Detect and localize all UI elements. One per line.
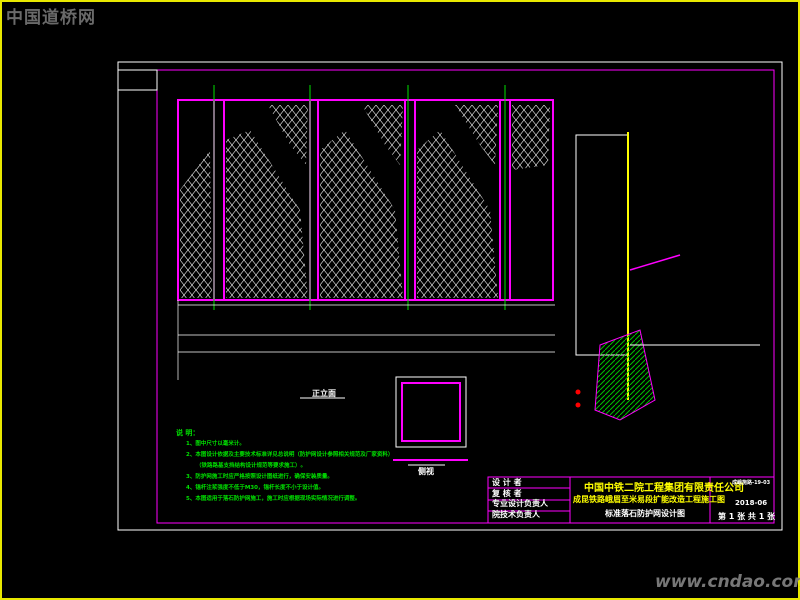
drawing-date: 2018-06 (735, 499, 768, 507)
company-name: 中国中铁二院工程集团有限责任公司 (584, 483, 744, 494)
sheet-number: 第 1 张 共 1 张 (718, 512, 776, 521)
note-item: 4、锚杆注浆强度不低于M30，锚杆长度不小于设计值。 (186, 485, 324, 491)
note-item: 1、图中尺寸以毫米计。 (186, 441, 245, 447)
role-reviewer: 复 核 者 (492, 488, 522, 498)
side-view-label: 侧视 (418, 467, 434, 476)
note-item: （铁路路基支挡结构设计规范等要求施工）。 (196, 463, 307, 469)
watermark-url: www.cndao.com (655, 572, 800, 592)
project-name: 成昆铁路峨眉至米易段扩能改造工程施工图 (573, 495, 725, 504)
title-block (487, 476, 775, 524)
title-block-roles: 设 计 者 复 核 者 专业设计负责人 院技术负责人 (492, 478, 548, 520)
role-designer: 设 计 者 (492, 478, 522, 487)
sheet-border (117, 61, 783, 531)
role-lead: 专业设计负责人 (492, 499, 548, 508)
mesh-nets (180, 105, 550, 298)
watermark-logo: 中国道桥网 (6, 8, 96, 28)
note-item: 5、本图适用于落石防护网施工，施工时应根据现场实际情况进行调整。 (186, 496, 361, 502)
post-detail (300, 376, 468, 466)
inner-border (156, 69, 775, 524)
drawing-title: 标准落石防护网设计图 (605, 509, 685, 518)
front-elevation (177, 99, 554, 301)
notes: 说 明： 1、图中尺寸以毫米计。 2、本图设计依据及主要技术标准详见总说明（防护… (176, 428, 393, 505)
role-tech-lead: 院技术负责人 (492, 509, 540, 519)
front-view-label: 正立面 (312, 389, 336, 398)
notes-heading: 说 明： (176, 429, 200, 437)
note-item: 2、本图设计依据及主要技术标准详见总说明（防护网设计参照相关规范及厂家资料） (186, 452, 394, 458)
note-item: 3、防护网施工时应严格按照设计图纸进行，确保安装质量。 (186, 474, 333, 480)
dimensions (177, 300, 555, 380)
drawing-code: 成峨施路-19-03 (732, 480, 771, 486)
side-view (575, 132, 760, 421)
